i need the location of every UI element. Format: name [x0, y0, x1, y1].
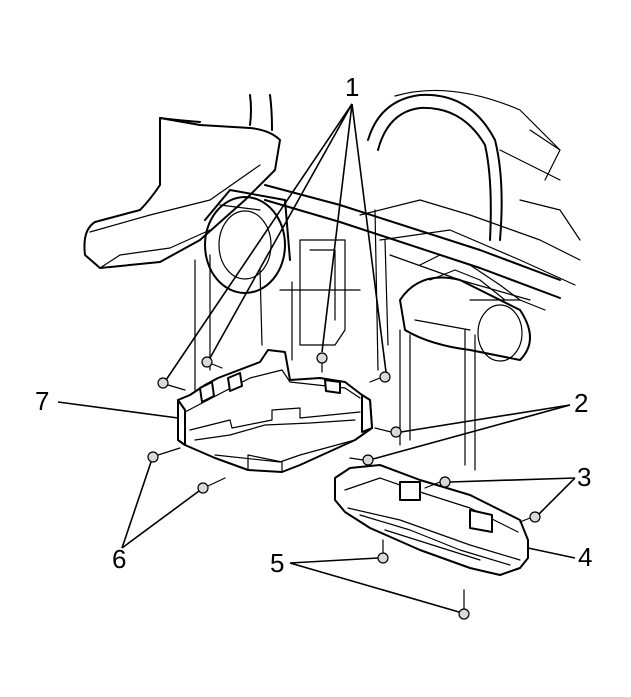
callout-1: 1 [345, 72, 359, 102]
bolt-6b [197, 477, 226, 494]
bolt-3b [519, 511, 541, 523]
callout-4: 4 [578, 542, 592, 572]
callout-3: 3 [577, 462, 591, 492]
leader-lines [57, 103, 576, 613]
bolt-2b [349, 454, 374, 466]
callout-5: 5 [270, 548, 284, 578]
bolt-6a [147, 447, 181, 463]
bolt-5b [458, 589, 470, 620]
callout-2: 2 [574, 388, 588, 418]
bolt-1c [316, 352, 328, 373]
bolt-2a [374, 426, 402, 438]
callout-7: 7 [35, 386, 49, 416]
fasteners [147, 352, 541, 620]
bolt-1a [157, 377, 186, 391]
callout-6: 6 [112, 544, 126, 574]
skid-plate-right [334, 464, 529, 576]
bolt-1d [369, 371, 391, 383]
callout-labels: 1 2 3 4 5 6 7 [35, 72, 592, 578]
vehicle-frame-background [83, 89, 581, 471]
bolt-1b [201, 356, 223, 369]
bolt-5a [377, 539, 389, 564]
skid-plate-left [177, 349, 373, 473]
